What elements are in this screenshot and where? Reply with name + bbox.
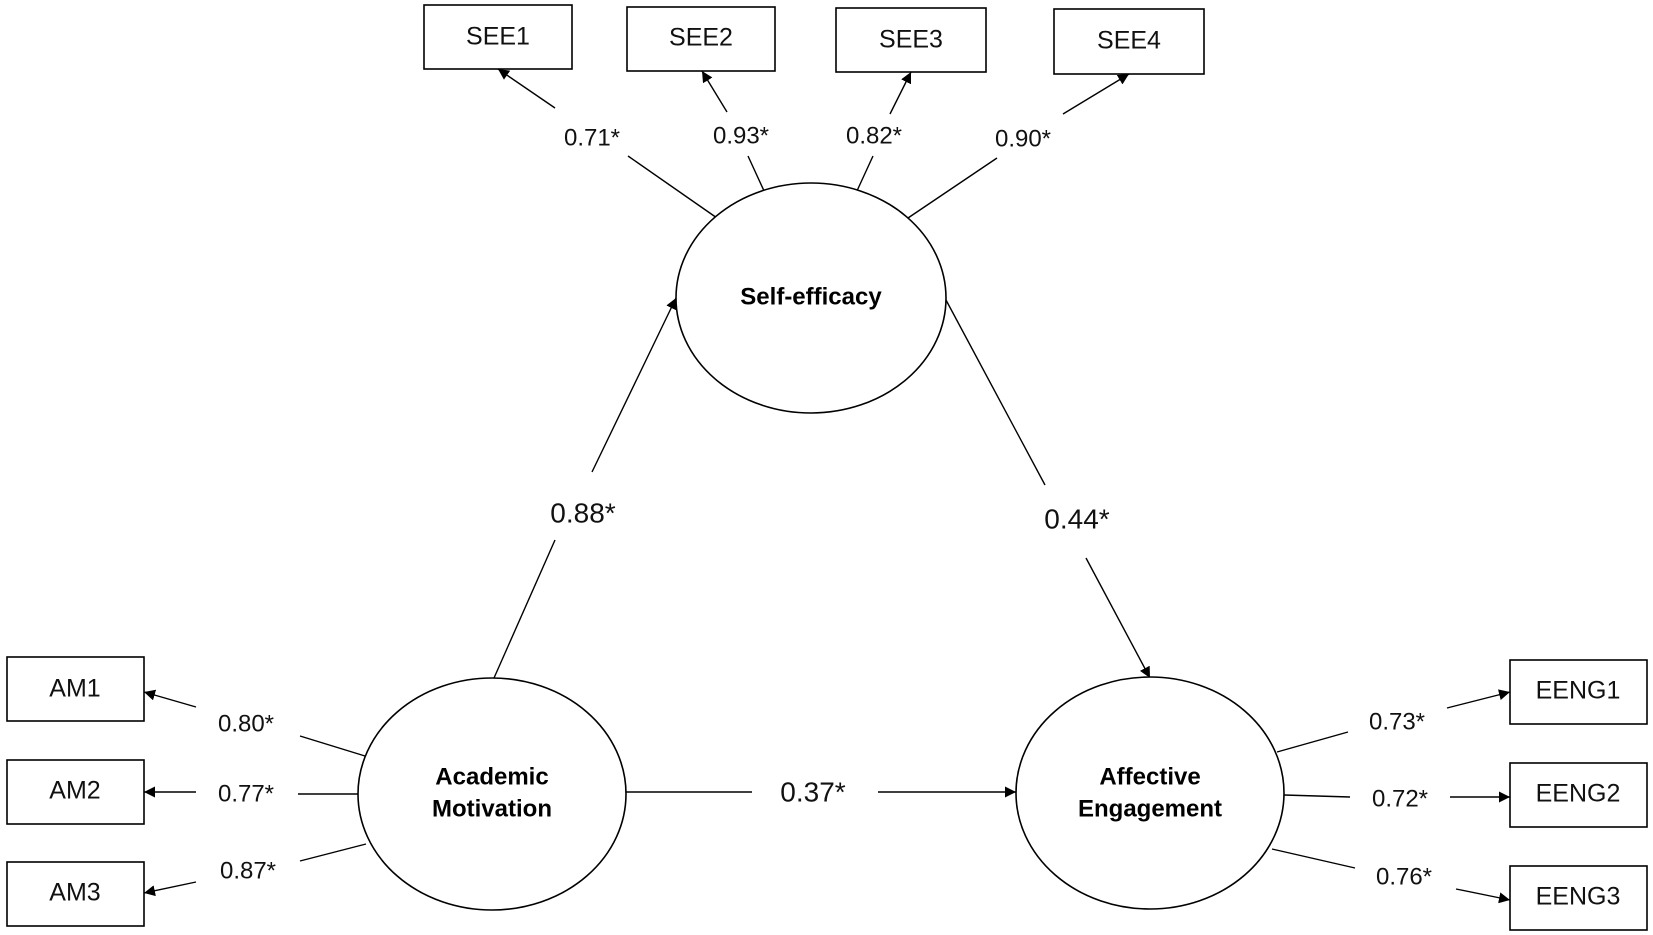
loading-arrow-eeng1 — [1446, 689, 1511, 709]
indicator-label-am2: AM2 — [49, 777, 100, 805]
loading-label-am3: 0.87* — [220, 857, 276, 884]
path-label-am-se: 0.88* — [550, 497, 615, 528]
path-arrow-am-se — [591, 297, 677, 473]
loading-line-see4 — [907, 157, 998, 219]
indicator-label-see3: SEE3 — [879, 26, 943, 54]
indicator-label-eeng2: EENG2 — [1536, 780, 1621, 808]
indicator-label-eeng1: EENG1 — [1536, 677, 1621, 705]
loading-line-am1 — [299, 735, 366, 757]
latent-label-affective-engagement-line1: Affective — [1099, 763, 1200, 790]
indicator-label-see1: SEE1 — [466, 23, 530, 51]
loading-label-am2: 0.77* — [218, 780, 274, 807]
loading-line-see3 — [855, 155, 874, 194]
indicator-label-eeng3: EENG3 — [1536, 883, 1621, 911]
loading-line-eeng2 — [1283, 794, 1351, 798]
latent-label-academic-motivation-line1: Academic — [435, 763, 548, 790]
loading-line-see1 — [627, 155, 718, 219]
path-line-am-se-lower — [493, 539, 556, 679]
indicator-box-am3 — [6, 861, 145, 927]
loading-line-am3 — [299, 843, 367, 862]
loading-label-see4: 0.90* — [995, 125, 1051, 152]
indicator-box-eeng3 — [1509, 865, 1648, 931]
indicator-box-am1 — [6, 656, 145, 722]
loading-arrow-am1 — [143, 689, 197, 708]
latent-academic-motivation — [357, 677, 627, 911]
loading-arrow-am3 — [143, 881, 197, 897]
indicator-box-see2 — [626, 6, 776, 72]
loading-arrow-see2 — [701, 70, 728, 113]
loading-label-eeng3: 0.76* — [1376, 863, 1432, 890]
latent-label-affective-engagement-line2: Engagement — [1078, 795, 1222, 822]
path-arrow-se-ae — [1085, 557, 1151, 679]
path-label-se-ae: 0.44* — [1044, 503, 1109, 534]
loading-arrow-see1 — [497, 68, 556, 109]
loading-label-am1: 0.80* — [218, 710, 274, 737]
loading-arrow-eeng3 — [1455, 888, 1511, 904]
loading-arrow-see4 — [1062, 73, 1130, 115]
indicator-label-see4: SEE4 — [1097, 27, 1161, 55]
indicator-box-see1 — [423, 4, 573, 70]
indicator-box-eeng2 — [1509, 762, 1648, 828]
indicator-box-eeng1 — [1509, 659, 1648, 725]
loading-label-eeng2: 0.72* — [1372, 785, 1428, 812]
loading-line-eeng1 — [1276, 731, 1349, 753]
indicator-box-am2 — [6, 759, 145, 825]
indicator-box-see4 — [1053, 8, 1205, 75]
path-label-am-ae: 0.37* — [780, 776, 845, 807]
latent-affective-engagement — [1015, 676, 1285, 910]
indicator-box-see3 — [835, 7, 987, 73]
path-line-se-ae-upper — [945, 299, 1046, 486]
loading-arrow-see3 — [889, 71, 912, 115]
loading-label-see2: 0.93* — [713, 122, 769, 149]
latent-label-academic-motivation-line2: Motivation — [432, 795, 552, 822]
indicator-label-am3: AM3 — [49, 879, 100, 907]
loading-label-see1: 0.71* — [564, 124, 620, 151]
indicator-label-am1: AM1 — [49, 675, 100, 703]
loading-line-see2 — [747, 155, 766, 194]
indicator-label-see2: SEE2 — [669, 24, 733, 52]
loading-line-eeng3 — [1271, 848, 1356, 869]
loading-label-eeng1: 0.73* — [1369, 708, 1425, 735]
loading-label-see3: 0.82* — [846, 122, 902, 149]
latent-label-self-efficacy: Self-efficacy — [740, 283, 882, 310]
